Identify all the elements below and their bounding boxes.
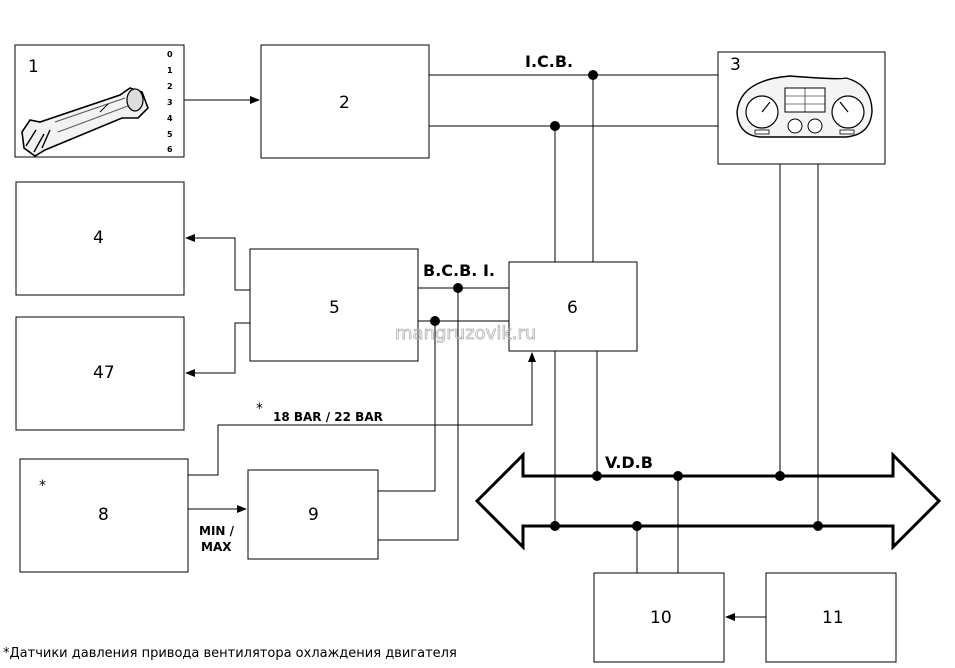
switch-pos-4: 4 bbox=[167, 114, 173, 123]
block-1-label: 1 bbox=[28, 57, 39, 77]
connections bbox=[184, 74, 819, 621]
block-10-label: 10 bbox=[650, 608, 672, 628]
switch-pos-2: 2 bbox=[167, 82, 173, 91]
block-47-label: 47 bbox=[93, 363, 115, 383]
junction-dot bbox=[453, 283, 463, 293]
icb-label: I.C.B. bbox=[525, 52, 573, 71]
block-5-label: 5 bbox=[329, 298, 340, 318]
switch-pos-5: 5 bbox=[167, 130, 173, 139]
block-2: 2 bbox=[260, 44, 430, 159]
instrument-cluster-icon bbox=[736, 75, 873, 138]
block-11-label: 11 bbox=[822, 608, 844, 628]
block-8-asterisk: * bbox=[39, 478, 46, 494]
block-8: * 8 bbox=[19, 458, 189, 573]
pressure-asterisk: * bbox=[256, 401, 263, 417]
junction-dot bbox=[550, 121, 560, 131]
junction-dot bbox=[430, 316, 440, 326]
switch-pos-3: 3 bbox=[167, 98, 173, 107]
junction-dot bbox=[588, 70, 598, 80]
watermark: mangruzovik.ru bbox=[395, 323, 536, 344]
junction-dot bbox=[775, 471, 785, 481]
block-3-instrument-cluster: 3 bbox=[717, 51, 886, 165]
block-10: 10 bbox=[593, 572, 725, 663]
block-6-label: 6 bbox=[567, 298, 578, 318]
min-label: MIN / bbox=[199, 524, 235, 538]
block-4: 4 bbox=[15, 181, 185, 296]
switch-pos-1: 1 bbox=[167, 66, 173, 75]
link-9-to-bcbi-lower bbox=[378, 321, 436, 492]
block-4-label: 4 bbox=[93, 228, 104, 248]
max-label: MAX bbox=[201, 540, 232, 554]
vdb-label: V.D.B bbox=[605, 453, 653, 472]
link-8-to-6-pressure bbox=[188, 352, 536, 476]
block-47: 47 bbox=[15, 316, 185, 431]
block-9-label: 9 bbox=[308, 505, 319, 525]
link-9-to-bcbi-upper bbox=[378, 288, 459, 541]
switch-pos-6: 6 bbox=[167, 145, 173, 154]
block-2-label: 2 bbox=[339, 93, 350, 113]
block-5: 5 bbox=[249, 248, 419, 362]
junction-dot bbox=[592, 471, 602, 481]
block-1-stalk-switch: 1 0 1 2 3 4 5 6 bbox=[14, 44, 185, 158]
block-8-label: 8 bbox=[98, 505, 109, 525]
switch-pos-0: 0 bbox=[167, 50, 173, 59]
junction-dots bbox=[430, 70, 823, 531]
pressure-label: 18 BAR / 22 BAR bbox=[273, 410, 383, 424]
junction-dot bbox=[550, 521, 560, 531]
block-11: 11 bbox=[765, 572, 897, 663]
footnote: *Датчики давления привода вентилятора ох… bbox=[3, 646, 457, 661]
bcbi-label: B.C.B. I. bbox=[423, 261, 495, 280]
junction-dot bbox=[813, 521, 823, 531]
vdb-bus-arrow bbox=[474, 451, 942, 551]
block-3-label: 3 bbox=[730, 55, 741, 75]
link-5-to-4 bbox=[185, 234, 250, 291]
block-9: 9 bbox=[247, 469, 379, 560]
junction-dot bbox=[673, 471, 683, 481]
block-6: 6 bbox=[508, 261, 638, 352]
link-5-to-47 bbox=[185, 322, 250, 377]
stalk-switch-icon bbox=[21, 87, 149, 157]
junction-dot bbox=[632, 521, 642, 531]
